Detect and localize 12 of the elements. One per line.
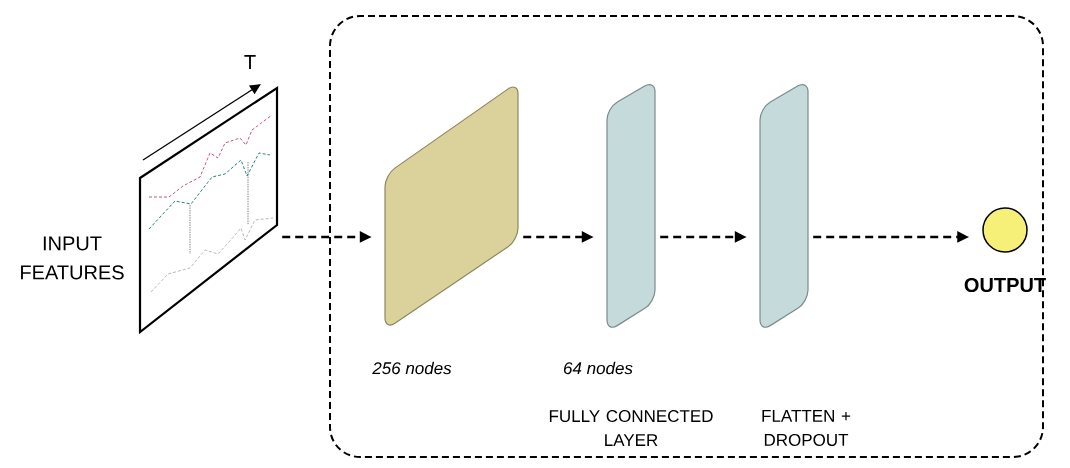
layer-block — [384, 86, 519, 326]
layer-caption: FULLY CONNECTED LAYER — [549, 410, 713, 446]
input-label: INPUT FEATURES — [21, 236, 124, 280]
axis-label: T — [244, 55, 256, 69]
layer-caption: 64 nodes — [564, 361, 633, 375]
dashed-frame — [329, 15, 1044, 458]
layer-caption: 256 nodes — [372, 361, 452, 375]
output-circle — [982, 207, 1028, 253]
output-label: OUTPUT — [964, 277, 1046, 293]
layer-block — [759, 84, 809, 328]
layer-caption: FLATTEN + DROPOUT — [762, 410, 851, 446]
layer-block — [606, 84, 656, 328]
